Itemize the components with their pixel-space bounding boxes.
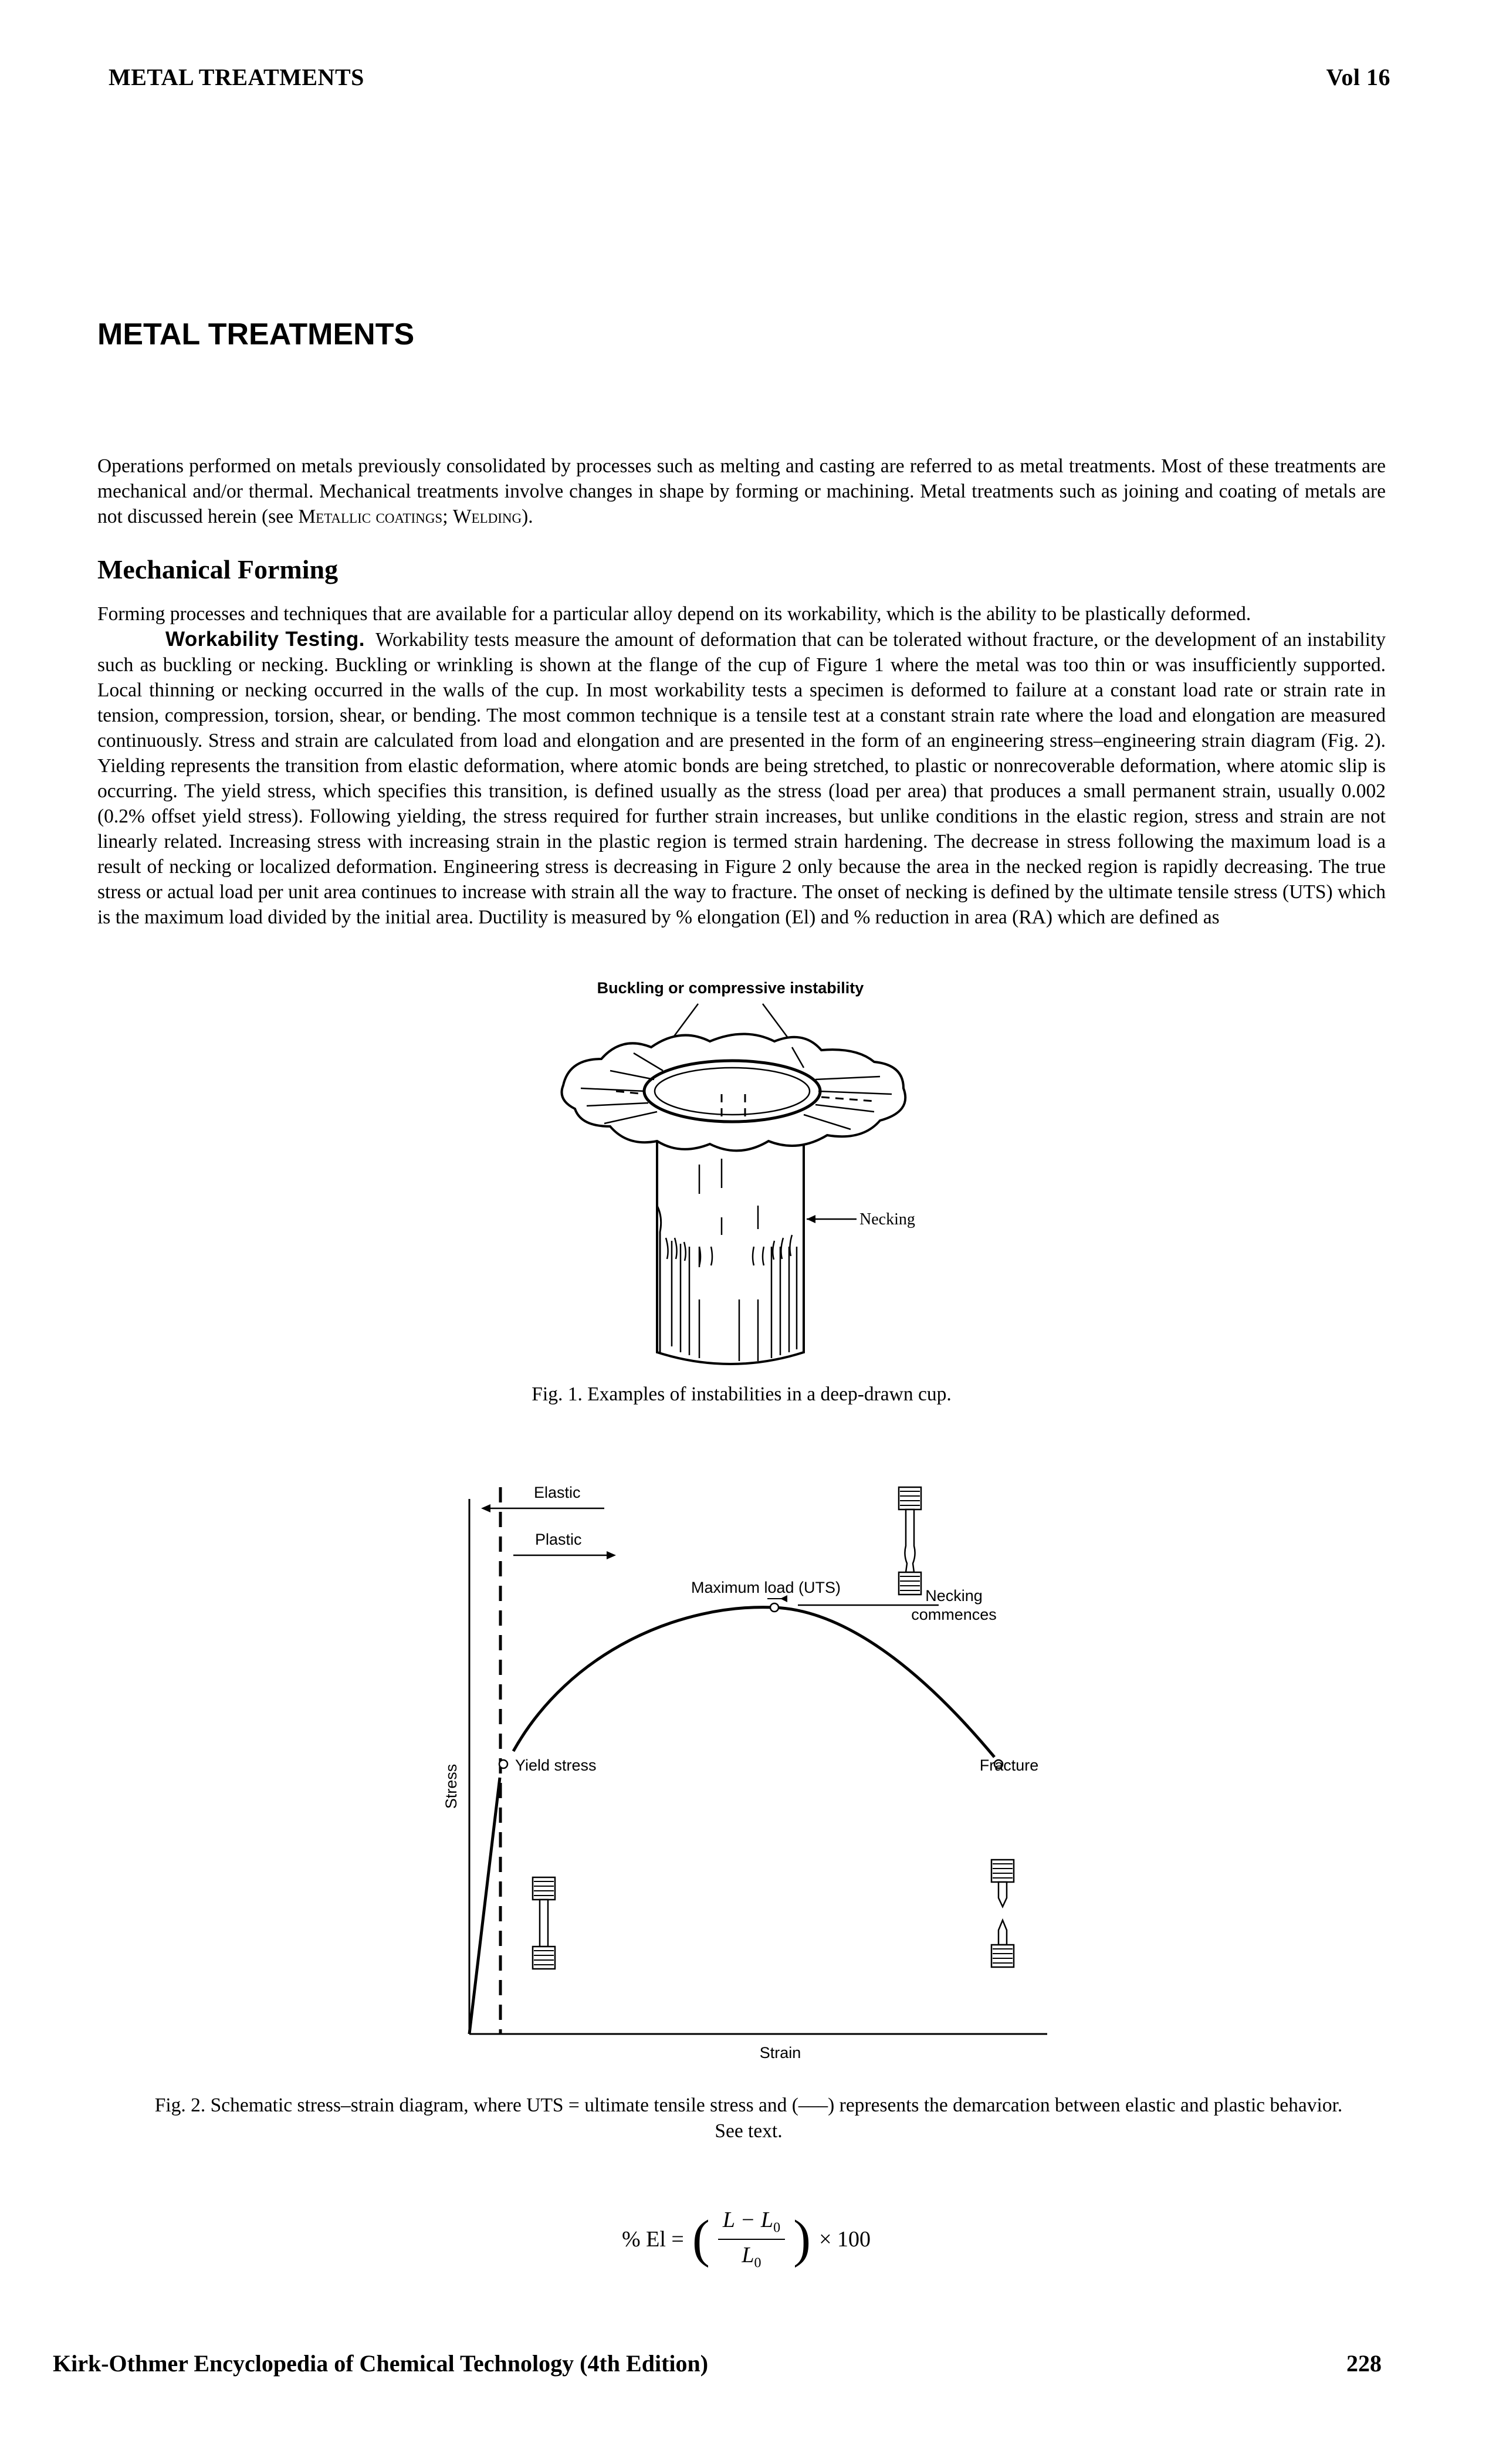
formula-lhs: % El =	[622, 2227, 684, 2252]
article-title: METAL TREATMENTS	[97, 317, 415, 351]
formula-denominator-text: L	[742, 2243, 754, 2267]
running-head-title: METAL TREATMENTS	[109, 64, 364, 90]
intro-paragraph: Operations performed on metals previousl…	[97, 453, 1386, 529]
label-elastic: Elastic	[534, 1484, 581, 1501]
formula-fraction: L − L0 L0	[717, 2207, 786, 2272]
label-plastic: Plastic	[535, 1531, 582, 1548]
plastic-arrowhead	[607, 1551, 616, 1559]
formula-paren-close: )	[793, 2210, 811, 2268]
specimen-fractured	[990, 1859, 1015, 1968]
cup-neck-left	[656, 1205, 662, 1352]
link-welding[interactable]: Welding	[452, 506, 522, 527]
neck-marks	[665, 1234, 793, 1266]
section-body: Forming processes and techniques that ar…	[97, 601, 1386, 930]
intro-separator: ;	[442, 506, 453, 527]
label-necking: Necking	[925, 1587, 983, 1605]
flange-radial-lines	[580, 1047, 892, 1131]
running-head-volume: Vol 16	[1326, 64, 1390, 90]
elastic-curve	[468, 1777, 502, 2035]
figure-2-caption: Fig. 2. Schematic stress–strain diagram,…	[97, 2093, 1400, 2144]
flange-dashes	[615, 1090, 875, 1118]
section-heading: Mechanical Forming	[97, 554, 339, 584]
figure-1-label-buckling: Buckling or compressive instability	[597, 979, 864, 997]
fracture-point	[993, 1759, 1004, 1769]
y-axis-label: Stress	[442, 1764, 460, 1809]
link-metallic-coatings[interactable]: Metallic coatings	[298, 506, 443, 527]
specimen-necking	[898, 1486, 922, 1596]
footer-book-title: Kirk-Othmer Encyclopedia of Chemical Tec…	[53, 2350, 709, 2377]
label-fracture: Fracture	[980, 1756, 1039, 1774]
figure-1-caption: Fig. 1. Examples of instabilities in a d…	[532, 1383, 952, 1405]
label-max-load: Maximum load (UTS)	[691, 1579, 841, 1596]
formula-numerator-sub: 0	[773, 2221, 781, 2236]
formula-rhs: × 100	[819, 2227, 871, 2252]
intro-text: Operations performed on metals previousl…	[97, 455, 1386, 527]
label-yield-stress: Yield stress	[515, 1756, 597, 1774]
section-paragraph-1: Forming processes and techniques that ar…	[97, 603, 1251, 625]
cup-wall	[656, 1141, 805, 1365]
intro-text-end: ).	[522, 506, 533, 527]
formula-paren-open: (	[692, 2210, 710, 2268]
figure-2-caption-line-1: Fig. 2. Schematic stress–strain diagram,…	[154, 2094, 1343, 2116]
necking-arrowhead	[807, 1215, 815, 1223]
label-commences: commences	[911, 1606, 997, 1623]
elastic-arrowhead	[481, 1504, 490, 1512]
cup-opening-inner	[654, 1067, 811, 1116]
formula-numerator: L − L0	[717, 2207, 786, 2240]
section-paragraph-2-text: Workability tests measure the amount of …	[97, 629, 1386, 928]
runin-heading: Workability Testing.	[165, 628, 365, 651]
figure-2-caption-line-2: See text.	[715, 2120, 783, 2142]
formula-denominator: L0	[742, 2240, 761, 2272]
elongation-formula: % El = ( L − L0 L0 ) × 100	[622, 2207, 871, 2272]
footer-page-number: 228	[1346, 2350, 1382, 2377]
specimen-unstrained	[532, 1876, 556, 1970]
figure-1-label-necking: Necking	[859, 1210, 915, 1228]
yield-point	[498, 1759, 509, 1769]
plastic-curve	[512, 1606, 996, 1758]
uts-point	[769, 1602, 780, 1613]
x-axis-label: Strain	[760, 2044, 801, 2062]
formula-numerator-text: L − L	[722, 2208, 774, 2233]
figure-2-stress-strain: Elastic Plastic Yield stress Maximum loa…	[442, 1484, 1047, 2062]
section-paragraph-2: Workability Testing. Workability tests m…	[97, 627, 1386, 930]
formula-denominator-sub: 0	[754, 2255, 761, 2271]
figure-1-cup: Buckling or compressive instability	[560, 979, 915, 1365]
uts-leader-head	[780, 1595, 787, 1602]
cup-opening	[642, 1059, 822, 1123]
